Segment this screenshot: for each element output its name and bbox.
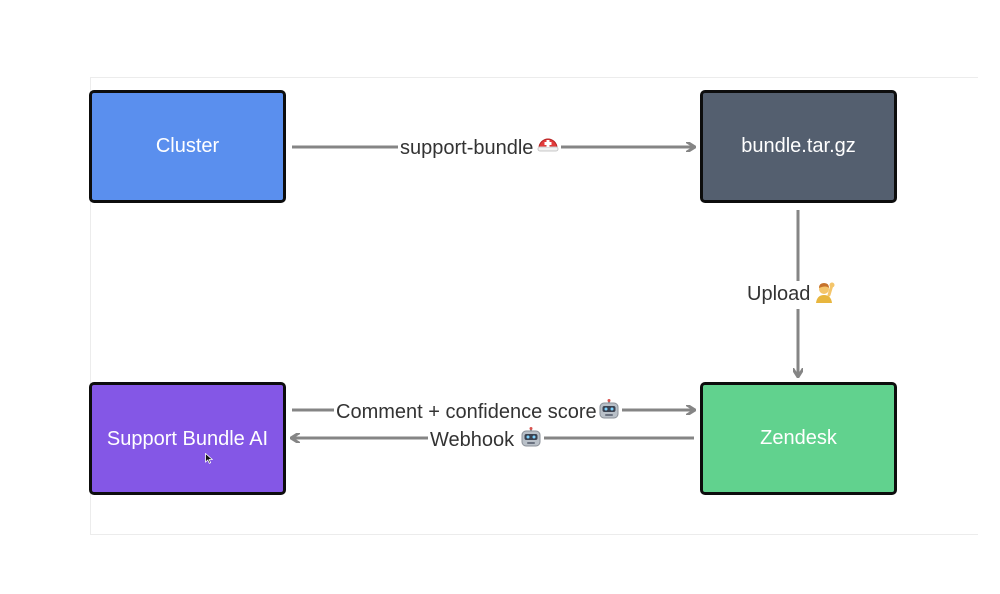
support-bundle-ai-node[interactable]: Support Bundle AI bbox=[89, 382, 286, 495]
edge-label-webhook-text: Webhook bbox=[430, 429, 515, 451]
edge-label-upload: Upload bbox=[745, 281, 839, 309]
support-bundle-ai-node-label: Support Bundle AI bbox=[106, 428, 269, 450]
edge-label-upload-text: Upload bbox=[747, 283, 811, 305]
robot-icon bbox=[520, 427, 542, 455]
bundle-node-label: bundle.tar.gz bbox=[741, 135, 856, 157]
robot-icon bbox=[598, 399, 620, 427]
cluster-node[interactable]: Cluster bbox=[89, 90, 286, 203]
mouse-cursor-icon bbox=[205, 451, 214, 469]
edge-label-support-bundle: support-bundle bbox=[398, 135, 562, 163]
rescue-helmet-icon bbox=[537, 135, 559, 163]
bundle-node[interactable]: bundle.tar.gz bbox=[700, 90, 897, 203]
diagram-canvas bbox=[90, 77, 978, 535]
edge-label-comment-text: Comment + confidence score bbox=[336, 401, 597, 423]
cluster-node-label: Cluster bbox=[155, 135, 220, 157]
edge-label-webhook: Webhook bbox=[428, 427, 545, 455]
edge-label-support-bundle-text: support-bundle bbox=[400, 137, 534, 159]
person-raising-hand-icon bbox=[814, 281, 836, 309]
edge-label-comment: Comment + confidence score bbox=[334, 399, 622, 427]
zendesk-node[interactable]: Zendesk bbox=[700, 382, 897, 495]
zendesk-node-label: Zendesk bbox=[760, 427, 837, 449]
